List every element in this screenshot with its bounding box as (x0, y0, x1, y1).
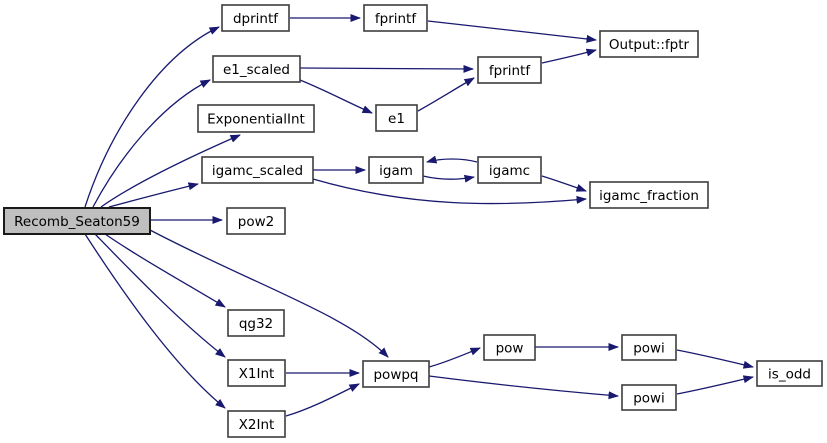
node-igamc_fraction-box[interactable] (589, 181, 709, 209)
node-is_odd-label: is_odd (768, 367, 811, 383)
edge-e1-to-fprintf_mid (417, 77, 475, 112)
node-x2int[interactable]: X2Int (227, 410, 286, 438)
node-exponentialint-label: ExponentialInt (207, 112, 305, 128)
node-powi_a-label: powi (633, 341, 665, 357)
node-igamc_fraction-label: igamc_fraction (599, 188, 699, 204)
node-igamc-label: igamc (489, 163, 530, 179)
edge-recomb-to-igamc_scaled (108, 182, 199, 208)
edge-recomb-to-powpq (149, 229, 389, 358)
node-fprintf_top[interactable]: fprintf (363, 4, 428, 32)
node-e1-label: e1 (388, 111, 405, 127)
edge-fprintf_top-to-output_fptr (427, 20, 597, 43)
node-powi_b-box[interactable] (621, 384, 677, 411)
node-x2int-label: X2Int (239, 417, 275, 433)
edge-igamc_scaled-to-igamc_fraction (312, 178, 587, 205)
node-e1-box[interactable] (375, 104, 418, 132)
node-pow-label: pow (496, 341, 524, 357)
edge-recomb-to-exponentialint (100, 134, 241, 208)
node-qg32-box[interactable] (227, 309, 285, 337)
node-is_odd-box[interactable] (756, 360, 823, 387)
node-e1[interactable]: e1 (375, 104, 418, 132)
node-powpq-box[interactable] (362, 360, 430, 388)
node-pow[interactable]: pow (483, 334, 536, 361)
node-igamc_fraction[interactable]: igamc_fraction (589, 181, 709, 209)
node-igamc_scaled-box[interactable] (201, 156, 314, 184)
edge-powi_b-to-is_odd (676, 375, 754, 395)
node-igamc-box[interactable] (477, 156, 542, 184)
node-exponentialint[interactable]: ExponentialInt (197, 104, 315, 133)
edge-e1_scaled-to-fprintf_mid (299, 64, 474, 73)
node-output_fptr-box[interactable] (599, 30, 699, 58)
node-qg32-label: qg32 (239, 316, 273, 332)
node-fprintf_mid-label: fprintf (489, 63, 531, 79)
node-igam-label: igam (379, 163, 413, 179)
node-igam-box[interactable] (368, 156, 424, 184)
node-x1int-label: X1Int (239, 366, 275, 382)
node-e1_scaled-box[interactable] (212, 55, 301, 83)
node-igam[interactable]: igam (368, 156, 424, 184)
node-output_fptr[interactable]: Output::fptr (599, 30, 699, 58)
node-powi_a[interactable]: powi (621, 334, 677, 361)
node-e1_scaled[interactable]: e1_scaled (212, 55, 301, 83)
node-igamc_scaled[interactable]: igamc_scaled (201, 156, 314, 184)
node-igamc[interactable]: igamc (477, 156, 542, 184)
node-x1int-box[interactable] (227, 359, 286, 387)
edge-powpq-to-pow (428, 347, 481, 368)
node-recomb-box (3, 207, 151, 235)
node-pow2-box[interactable] (226, 207, 286, 235)
node-fprintf_mid-box[interactable] (477, 56, 542, 84)
node-exponentialint-box[interactable] (197, 104, 315, 133)
node-is_odd[interactable]: is_odd (756, 360, 823, 387)
edge-igamc-to-igam (426, 155, 478, 164)
node-x1int[interactable]: X1Int (227, 359, 286, 387)
edge-fprintf_mid-to-output_fptr (541, 48, 597, 64)
edge-recomb-to-x2int (84, 233, 226, 409)
node-recomb: Recomb_Seaton59 (3, 207, 151, 235)
node-recomb-label: Recomb_Seaton59 (14, 214, 140, 230)
node-powpq[interactable]: powpq (362, 360, 430, 388)
node-fprintf_top-box[interactable] (363, 4, 428, 32)
edge-x2int-to-powpq (285, 383, 360, 417)
node-powi_b[interactable]: powi (621, 384, 677, 411)
edge-powpq-to-powi_b (428, 375, 619, 400)
edge-igam-to-igamc (422, 174, 475, 183)
node-fprintf_mid[interactable]: fprintf (477, 56, 542, 84)
node-pow2-label: pow2 (238, 214, 274, 230)
node-e1_scaled-label: e1_scaled (223, 62, 290, 78)
edge-recomb-to-qg32 (104, 233, 226, 308)
node-output_fptr-label: Output::fptr (609, 37, 690, 53)
edge-igamc-to-igamc_fraction (541, 175, 587, 192)
edge-recomb-to-x1int (94, 233, 226, 358)
edge-recomb-to-dprintf (84, 26, 220, 208)
node-powpq-label: powpq (373, 367, 418, 383)
node-dprintf[interactable]: dprintf (221, 4, 290, 32)
node-powi_b-label: powi (633, 391, 665, 407)
node-dprintf-box[interactable] (221, 4, 290, 32)
node-igamc_scaled-label: igamc_scaled (212, 163, 303, 179)
edge-powi_a-to-is_odd (676, 349, 754, 369)
node-dprintf-label: dprintf (233, 11, 279, 27)
node-qg32[interactable]: qg32 (227, 309, 285, 337)
edge-recomb-to-e1_scaled (92, 79, 211, 208)
node-pow-box[interactable] (483, 334, 536, 361)
node-powi_a-box[interactable] (621, 334, 677, 361)
edge-e1_scaled-to-e1 (299, 79, 373, 114)
node-fprintf_top-label: fprintf (375, 11, 417, 27)
node-x2int-box[interactable] (227, 410, 286, 438)
node-pow2[interactable]: pow2 (226, 207, 286, 235)
